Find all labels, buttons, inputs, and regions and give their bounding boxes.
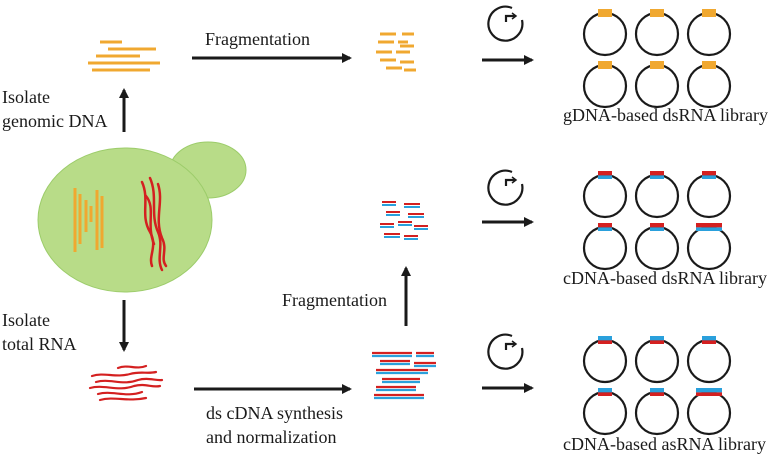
cell-rna-strands (140, 176, 168, 272)
process-arrows (119, 53, 534, 394)
vector-2 (487, 169, 524, 206)
library-name-cdna-asrna: cDNA-based asRNA library (563, 434, 766, 454)
library-name-cdna-dsrna: cDNA-based dsRNA library (563, 268, 767, 288)
plasmid-insert (598, 175, 612, 179)
fragmentation-label-top: Fragmentation (205, 29, 310, 49)
total-rna (88, 364, 164, 402)
plasmid-circle (686, 63, 732, 109)
plasmid-insert (650, 223, 664, 228)
plasmid-insert (702, 171, 716, 176)
vector-3 (487, 333, 524, 370)
isolate-genomic-line2: genomic DNA (2, 111, 108, 131)
plasmid-insert (598, 171, 612, 176)
isolate-total-line1: Isolate (2, 310, 50, 330)
plasmid-insert (702, 9, 716, 17)
vector-1 (487, 5, 524, 42)
library-name-gdna-dsrna: gDNA-based dsRNA library (563, 105, 768, 125)
ds-cdna (372, 351, 436, 400)
plasmid-insert (650, 336, 664, 341)
plasmid-grids (582, 9, 732, 436)
plasmid-circle (634, 225, 680, 271)
fragmented-cdna (380, 201, 428, 240)
plasmid-insert (696, 388, 722, 393)
plasmid-insert (696, 223, 722, 228)
plasmid-insert (598, 223, 612, 228)
genomic-dna-stack (88, 40, 160, 72)
plasmid-insert (598, 61, 612, 69)
plasmid-circle (686, 11, 732, 57)
plasmid-circle (686, 173, 732, 219)
isolate-genomic-line1: Isolate (2, 87, 50, 107)
plasmid-circle (582, 63, 628, 109)
plasmid-circle (686, 225, 732, 271)
plasmid-insert (650, 61, 664, 69)
synthesis-line2: and normalization (206, 427, 337, 447)
plasmid-insert (598, 388, 612, 393)
plasmid-insert (702, 175, 716, 179)
vectors (487, 5, 524, 370)
plasmid-circle (634, 63, 680, 109)
plasmid-circle (634, 11, 680, 57)
plasmid-insert (650, 175, 664, 179)
plasmid-circle (634, 173, 680, 219)
plasmid-insert (702, 61, 716, 69)
plasmid-insert (598, 392, 612, 396)
plasmid-insert (598, 227, 612, 231)
cell-body (37, 147, 213, 293)
plasmid-circle (582, 11, 628, 57)
plasmid-insert (598, 336, 612, 341)
plasmid-insert (650, 227, 664, 231)
fragmentation-label-mid: Fragmentation (282, 290, 387, 310)
plasmid-insert (650, 340, 664, 344)
yeast-cell (37, 141, 247, 293)
plasmid-circle (582, 173, 628, 219)
plasmid-insert (702, 336, 716, 341)
plasmid-insert (650, 388, 664, 393)
plasmid-circle (634, 390, 680, 436)
plasmid-insert (598, 340, 612, 344)
fragmented-dna (376, 32, 416, 72)
cell-dna-strands (73, 188, 104, 252)
plasmid-insert (702, 340, 716, 344)
plasmid-circle (582, 225, 628, 271)
plasmid-insert (598, 9, 612, 17)
plasmid-insert (650, 392, 664, 396)
plasmid-insert (650, 9, 664, 17)
plasmid-insert (650, 171, 664, 176)
isolate-total-line2: total RNA (2, 334, 77, 354)
plasmid-insert (696, 392, 722, 396)
plasmid-circle (634, 338, 680, 384)
plasmid-circle (582, 390, 628, 436)
plasmid-circle (686, 390, 732, 436)
plasmid-circle (582, 338, 628, 384)
synthesis-line1: ds cDNA synthesis (206, 403, 344, 423)
plasmid-circle (686, 338, 732, 384)
plasmid-insert (696, 227, 722, 231)
